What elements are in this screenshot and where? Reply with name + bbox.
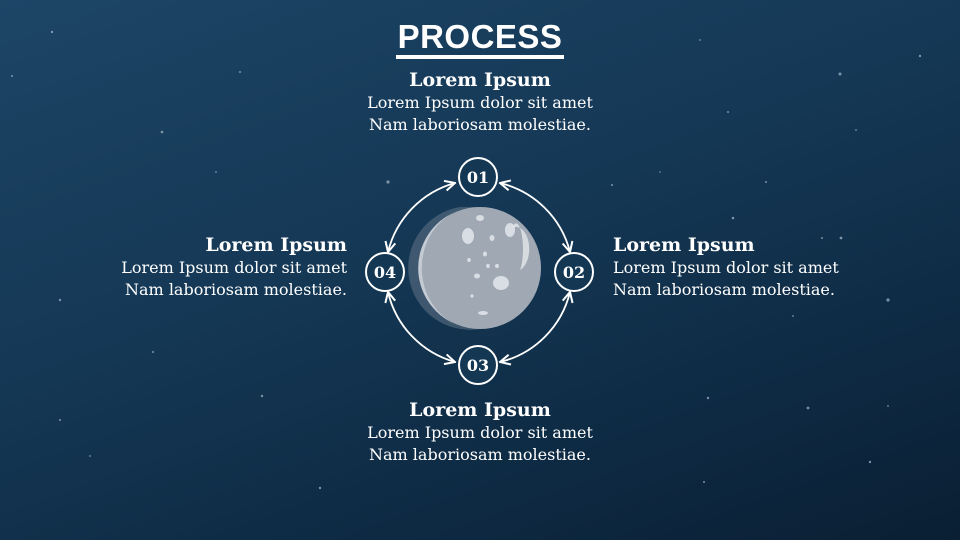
step-node-2: 02 (554, 252, 594, 292)
step-description-line: Nam laboriosam molestiae. (613, 280, 835, 299)
connector-arrow (388, 183, 455, 252)
step-description-line: Nam laboriosam molestiae. (369, 115, 591, 134)
step-node-4: 04 (365, 252, 405, 292)
step-1-text: Lorem Ipsum Lorem Ipsum dolor sit amet N… (330, 68, 630, 136)
step-node-1: 01 (458, 157, 498, 197)
step-number: 01 (467, 168, 489, 187)
step-number: 02 (563, 263, 585, 282)
step-heading: Lorem Ipsum (409, 399, 551, 421)
moon-icon (408, 207, 541, 330)
page-title: PROCESS (0, 16, 960, 59)
step-description-line: Lorem Ipsum dolor sit amet (613, 258, 839, 277)
connector-arrow (500, 183, 570, 252)
step-description-line: Nam laboriosam molestiae. (125, 280, 347, 299)
step-description-line: Lorem Ipsum dolor sit amet (367, 93, 593, 112)
step-4-text: Lorem Ipsum Lorem Ipsum dolor sit amet N… (40, 233, 347, 301)
step-description-line: Lorem Ipsum dolor sit amet (121, 258, 347, 277)
step-node-3: 03 (458, 345, 498, 385)
connector-arrow (500, 292, 570, 362)
step-3-text: Lorem Ipsum Lorem Ipsum dolor sit amet N… (330, 398, 630, 466)
step-heading: Lorem Ipsum (205, 234, 347, 256)
step-2-text: Lorem Ipsum Lorem Ipsum dolor sit amet N… (613, 233, 913, 301)
step-number: 04 (374, 263, 396, 282)
connector-arrow (388, 292, 455, 362)
step-number: 03 (467, 356, 489, 375)
step-heading: Lorem Ipsum (409, 69, 551, 91)
step-description-line: Nam laboriosam molestiae. (369, 445, 591, 464)
step-heading: Lorem Ipsum (613, 234, 755, 256)
step-description-line: Lorem Ipsum dolor sit amet (367, 423, 593, 442)
